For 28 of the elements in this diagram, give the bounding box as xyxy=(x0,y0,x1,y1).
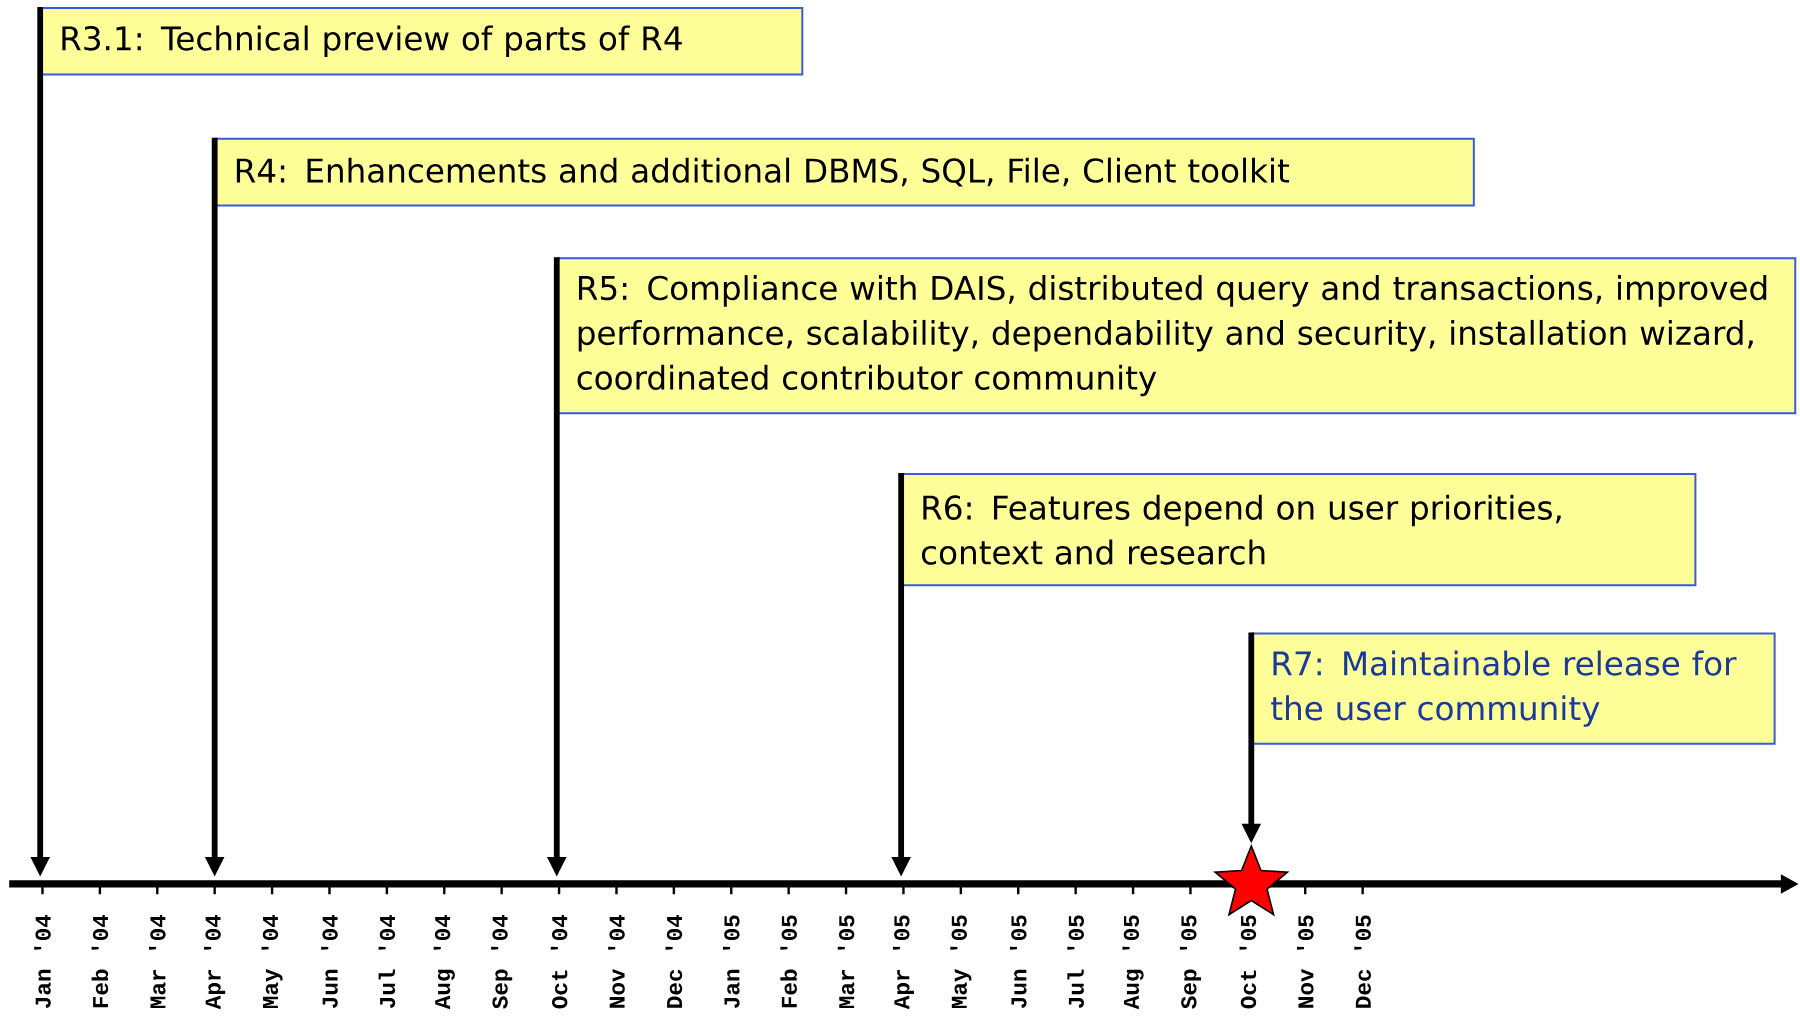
month-label: Apr '04 xyxy=(204,914,226,1010)
month-label: Jun '05 xyxy=(1009,915,1027,1009)
month-label: Nov '04 xyxy=(608,914,625,1008)
month-label: Apr '05 xyxy=(892,915,914,1010)
month-label: Jan '05 xyxy=(723,915,740,1009)
month-label: Jan '04 xyxy=(34,914,51,1009)
month-label: Aug '04 xyxy=(433,914,455,1010)
release-box: R4: Enhancements and additional DBMS, SQL, File, Client toolkit xyxy=(214,137,1475,207)
month-label: Jul '05 xyxy=(1067,915,1084,1009)
month-label: Feb '05 xyxy=(780,915,797,1008)
month-label: Feb '04 xyxy=(91,914,109,1008)
month-label: Sep '05 xyxy=(1179,915,1201,1009)
month-label: Aug '05 xyxy=(1122,915,1144,1010)
release-box: R3.1: Technical preview of parts of R4 xyxy=(40,6,804,76)
month-label: Oct '04 xyxy=(550,914,568,1009)
month-label: Dec '04 xyxy=(665,914,683,1008)
month-label: Mar '05 xyxy=(837,915,855,1009)
month-label: May '04 xyxy=(261,914,283,1009)
month-label: Jun '04 xyxy=(321,914,338,1009)
month-label: Mar '04 xyxy=(149,914,166,1009)
month-label: May '05 xyxy=(950,915,972,1009)
release-box: R7: Maintainable release for the user community xyxy=(1251,632,1776,745)
month-label: Jul '04 xyxy=(378,914,396,1009)
month-label: Sep '04 xyxy=(491,914,513,1009)
month-label: Nov '05 xyxy=(1296,915,1314,1008)
release-box: R6: Features depend on user priorities, context and research xyxy=(901,473,1697,587)
release-box: R5: Compliance with DAIS, distributed query and transactions, improved performance, scalability, dependability and security, installation wizard, coordinated contributor community xyxy=(556,257,1797,415)
month-label: Dec '05 xyxy=(1354,915,1371,1008)
